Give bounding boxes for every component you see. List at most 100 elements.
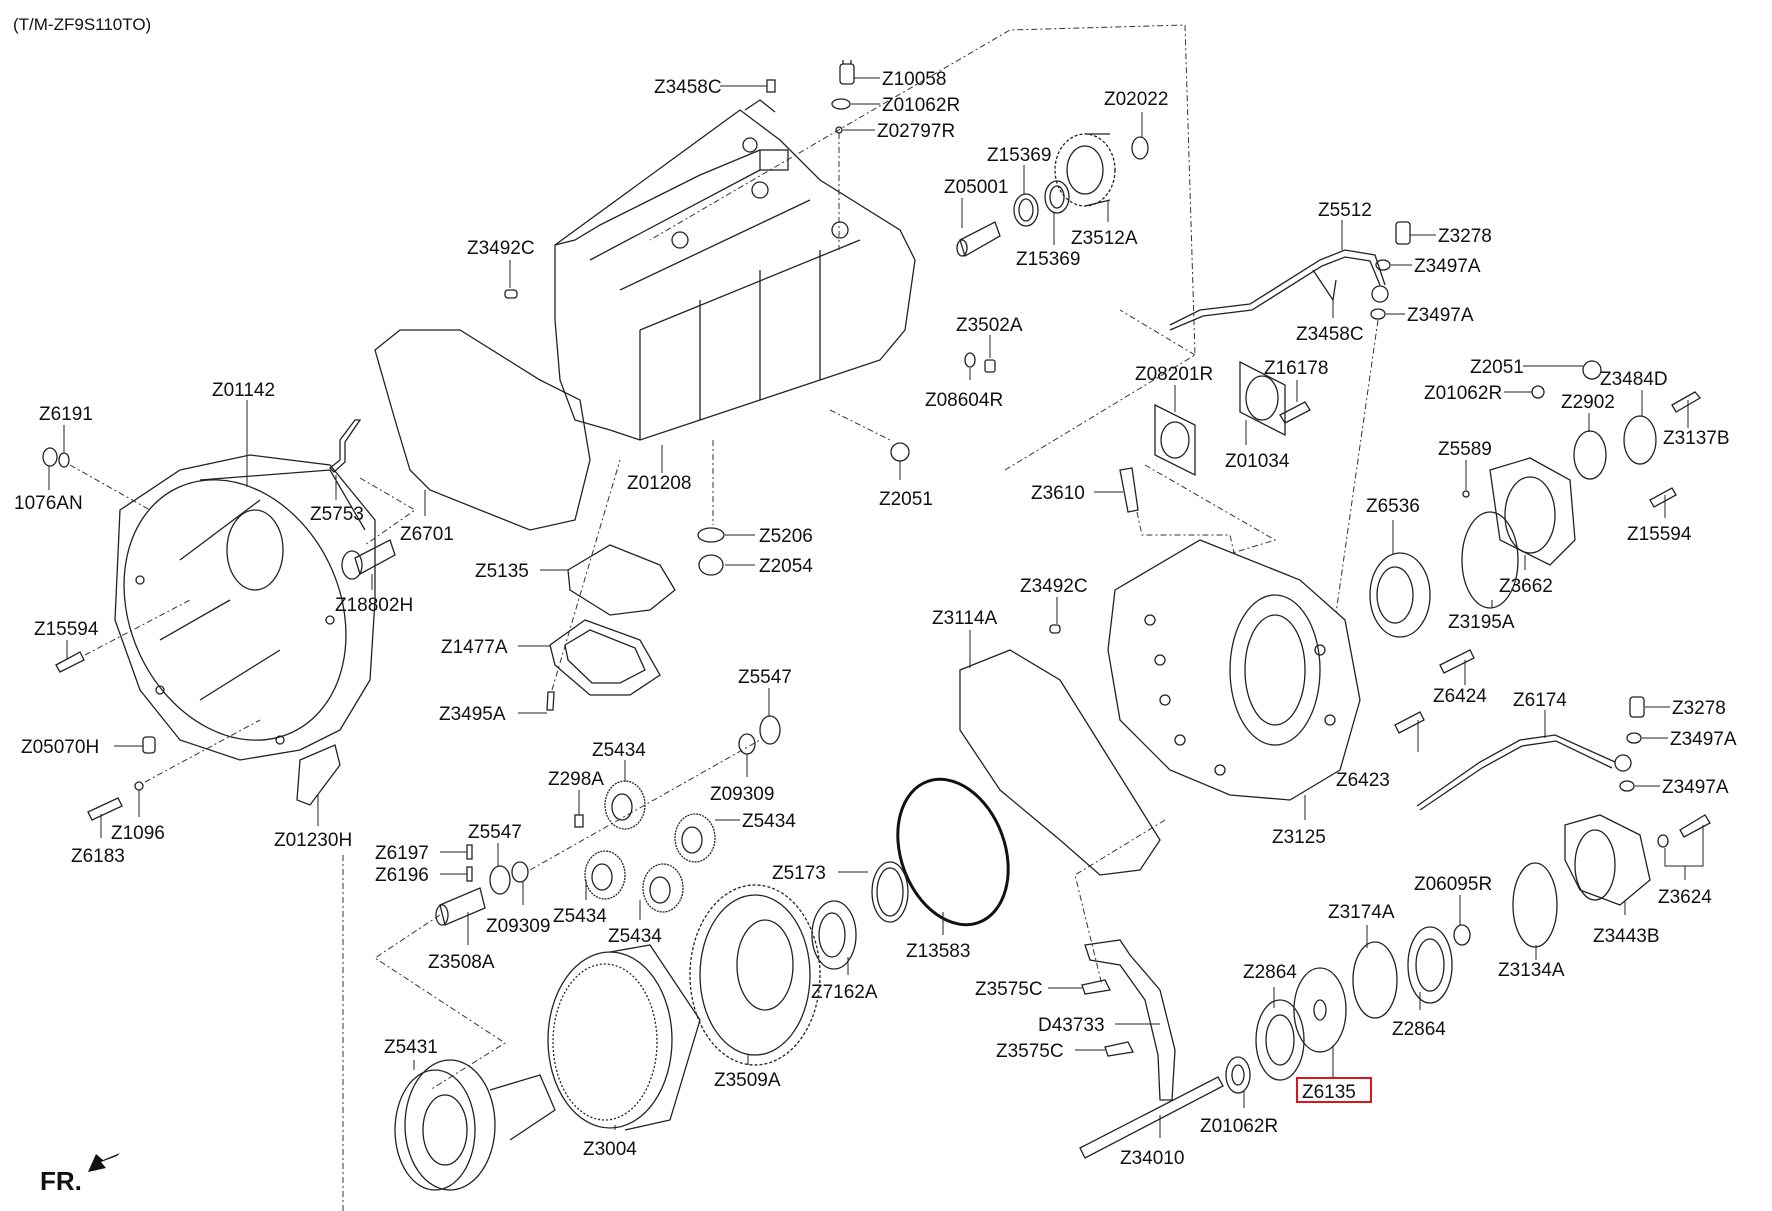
part-z3575c-pad-1[interactable] — [1081, 979, 1111, 995]
label-z2051-mid[interactable]: Z2051 — [879, 489, 933, 510]
label-z5431[interactable]: Z5431 — [384, 1037, 438, 1058]
part-z5135-gasket[interactable] — [567, 544, 676, 616]
label-z298a[interactable]: Z298A — [548, 769, 604, 790]
part-z2864-seal-right[interactable] — [1407, 926, 1453, 1004]
part-z09309-washer-bottom[interactable] — [511, 861, 529, 883]
label-z01208[interactable]: Z01208 — [627, 473, 691, 494]
label-z5547-top[interactable]: Z5547 — [738, 667, 792, 688]
label-z3114a[interactable]: Z3114A — [932, 608, 997, 629]
part-z01142-clutch-housing[interactable] — [83, 443, 387, 776]
label-z6135[interactable]: Z6135 — [1302, 1082, 1356, 1103]
label-z06095r[interactable]: Z06095R — [1414, 874, 1492, 895]
part-z5547-washer-bottom[interactable] — [489, 865, 511, 895]
part-z15594-bolt-left[interactable] — [55, 651, 85, 673]
label-z34010[interactable]: Z34010 — [1120, 1148, 1184, 1169]
part-z3662-housing[interactable] — [1489, 457, 1576, 566]
part-z3137b-bolt[interactable] — [1671, 391, 1701, 413]
part-z2054-plug[interactable] — [698, 554, 724, 576]
part-z6135-disc[interactable] — [1293, 967, 1347, 1053]
label-z3610[interactable]: Z3610 — [1031, 483, 1085, 504]
part-z2051-plug-mid[interactable] — [890, 442, 910, 462]
part-z18802h-sleeve[interactable] — [341, 539, 396, 580]
part-z3443b-housing[interactable] — [1564, 814, 1651, 906]
label-z6423[interactable]: Z6423 — [1336, 770, 1390, 791]
label-z3137b[interactable]: Z3137B — [1663, 428, 1730, 449]
part-z6191-ring[interactable] — [58, 452, 70, 468]
part-z10058-sensor[interactable] — [839, 60, 855, 85]
label-d43733[interactable]: D43733 — [1038, 1015, 1105, 1036]
part-z6423-bolt[interactable] — [1394, 711, 1425, 734]
label-z6191[interactable]: Z6191 — [39, 404, 93, 425]
part-z3004-ring-gear[interactable] — [547, 944, 701, 1131]
part-z3134a-ring[interactable] — [1512, 862, 1558, 948]
part-z3497a-ring-3[interactable] — [1626, 732, 1642, 744]
label-z6701[interactable]: Z6701 — [400, 524, 454, 545]
part-z6701-gasket[interactable] — [374, 329, 591, 531]
part-z2051-plug-right[interactable] — [1582, 360, 1602, 380]
label-z15369-a[interactable]: Z15369 — [987, 145, 1051, 166]
label-z5434-1[interactable]: Z5434 — [592, 740, 646, 761]
label-z3575c-1[interactable]: Z3575C — [975, 979, 1043, 1000]
part-z5173-ring[interactable] — [871, 861, 909, 923]
label-z5547-bottom[interactable]: Z5547 — [468, 822, 522, 843]
part-z5206-ring[interactable] — [697, 527, 725, 543]
label-z6196[interactable]: Z6196 — [375, 865, 429, 886]
label-z3458c-mid[interactable]: Z3458C — [1296, 324, 1364, 345]
label-z18802h[interactable]: Z18802H — [335, 595, 413, 616]
label-z5206[interactable]: Z5206 — [759, 526, 813, 547]
label-z13583[interactable]: Z13583 — [906, 941, 970, 962]
part-z7162a-bearing[interactable] — [811, 900, 857, 970]
part-z5512-pipe[interactable] — [1169, 249, 1389, 331]
part-z02022-snapring[interactable] — [1131, 136, 1149, 160]
label-z3278-top[interactable]: Z3278 — [1438, 226, 1492, 247]
label-z15594-right[interactable]: Z15594 — [1627, 524, 1692, 545]
label-z3497a-2[interactable]: Z3497A — [1407, 305, 1474, 326]
part-z6196-pin[interactable] — [466, 866, 473, 882]
part-z5753-hose[interactable] — [329, 419, 362, 473]
part-z5434-planet-gear-2[interactable] — [674, 813, 716, 863]
label-z7162a[interactable]: Z7162A — [811, 982, 878, 1003]
label-z3004[interactable]: Z3004 — [583, 1139, 637, 1160]
part-z3278-plug-top[interactable] — [1395, 221, 1411, 245]
part-z6197-pin[interactable] — [466, 844, 473, 860]
label-z3134a[interactable]: Z3134A — [1498, 960, 1565, 981]
part-z5434-planet-gear-4[interactable] — [642, 863, 684, 913]
part-z5589-nut[interactable] — [1462, 490, 1470, 498]
part-z6424-bolt[interactable] — [1439, 649, 1475, 674]
part-z2902-oring[interactable] — [1573, 430, 1607, 480]
label-z6424[interactable]: Z6424 — [1433, 686, 1487, 707]
label-z16178[interactable]: Z16178 — [1264, 358, 1328, 379]
label-z3512a[interactable]: Z3512A — [1071, 228, 1138, 249]
main-housing-z01208[interactable] — [554, 99, 916, 441]
part-z3458c-top[interactable] — [766, 79, 776, 93]
label-z3443b[interactable]: Z3443B — [1593, 926, 1660, 947]
part-z3174a-snapring[interactable] — [1352, 941, 1398, 1019]
part-z298a-needle[interactable] — [574, 814, 584, 828]
label-z08201r[interactable]: Z08201R — [1135, 364, 1213, 385]
label-z2902[interactable]: Z2902 — [1561, 392, 1615, 413]
part-z3502a-plug[interactable] — [984, 359, 996, 373]
label-z02022[interactable]: Z02022 — [1104, 89, 1168, 110]
label-z3508a[interactable]: Z3508A — [428, 952, 495, 973]
label-z2864-right[interactable]: Z2864 — [1392, 1019, 1446, 1040]
label-z6197[interactable]: Z6197 — [375, 843, 429, 864]
label-z15594-left[interactable]: Z15594 — [34, 619, 99, 640]
label-z5512[interactable]: Z5512 — [1318, 200, 1372, 221]
part-1076an-plug[interactable] — [42, 447, 58, 467]
part-z08201r-gasket[interactable] — [1154, 403, 1196, 477]
label-z2051-right[interactable]: Z2051 — [1470, 357, 1524, 378]
label-1076an[interactable]: 1076AN — [14, 493, 83, 514]
label-z15369-b[interactable]: Z15369 — [1016, 249, 1080, 270]
part-z3125-rear-housing[interactable] — [1107, 539, 1361, 801]
label-z3497a-1[interactable]: Z3497A — [1414, 256, 1481, 277]
label-z3174a[interactable]: Z3174A — [1328, 902, 1395, 923]
label-z01062r[interactable]: Z01062R — [882, 95, 960, 116]
label-z05001[interactable]: Z05001 — [944, 177, 1008, 198]
label-z01230h[interactable]: Z01230H — [274, 830, 352, 851]
label-z09309-bottom[interactable]: Z09309 — [486, 916, 550, 937]
label-z6536[interactable]: Z6536 — [1366, 496, 1420, 517]
label-z1096[interactable]: Z1096 — [111, 823, 165, 844]
part-z15369-bearing-a[interactable] — [1013, 193, 1039, 227]
part-z01062r-bushing-bottom[interactable] — [1225, 1056, 1251, 1094]
label-z08604r[interactable]: Z08604R — [925, 390, 1003, 411]
